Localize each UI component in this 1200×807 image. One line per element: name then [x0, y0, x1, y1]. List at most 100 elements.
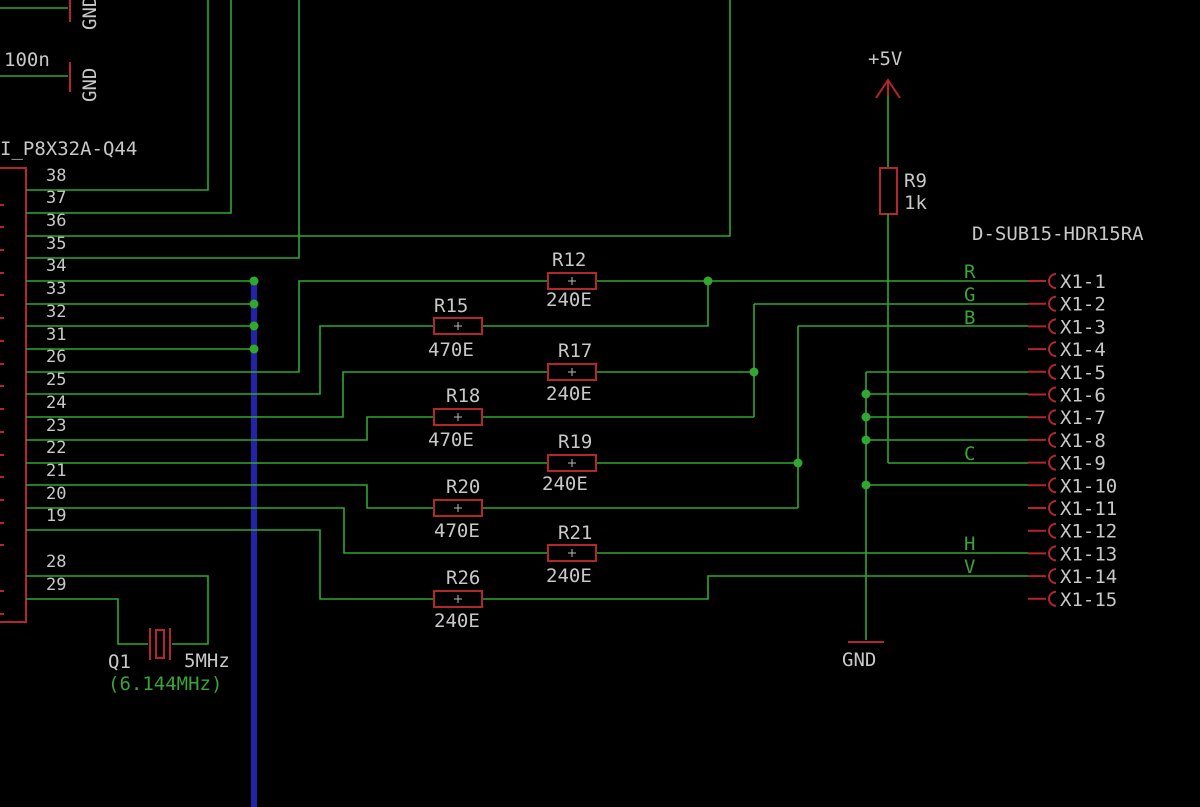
connector-pin: X1-15	[1028, 589, 1117, 611]
dsub-connector: D-SUB15-HDR15RA X1-1X1-2X1-3X1-4X1-5X1-6…	[972, 223, 1144, 611]
ic-pin-label: 37	[46, 188, 66, 208]
ic-pin-label: 24	[46, 393, 66, 413]
connector-pin: X1-13	[1028, 543, 1117, 565]
connector-pin: X1-14	[1028, 566, 1117, 588]
crystal-name: Q1	[108, 651, 131, 673]
crystal-q1: Q1 5MHz (6.144MHz)	[108, 628, 230, 695]
connector-pin: X1-7	[1028, 407, 1106, 429]
resistor-group: R12 240E R15 470E R17 240E R18 470E R19 240E R20 47…	[428, 249, 597, 632]
resistor-name: R15	[434, 295, 468, 317]
ic-pin-label: 20	[46, 484, 66, 504]
gnd-label-top: GND	[79, 0, 101, 30]
resistor-r9-value: 1k	[904, 192, 927, 214]
ic-pin-label: 28	[46, 552, 66, 572]
resistor-value: 470E	[434, 520, 480, 542]
upper-wires	[26, 0, 731, 354]
resistor-r26: R26 240E	[433, 567, 483, 632]
resistor-value: 240E	[546, 289, 592, 311]
ic-pin-label: 38	[46, 166, 66, 186]
net-label-b: B	[964, 307, 975, 329]
ic-pin-label: 19	[46, 506, 66, 526]
connector-pin-label: X1-15	[1060, 589, 1117, 611]
vcc-label: +5V	[868, 48, 902, 70]
connector-pin-label: X1-7	[1060, 407, 1106, 429]
connector-name: D-SUB15-HDR15RA	[972, 223, 1144, 245]
connector-pin: X1-12	[1028, 521, 1117, 543]
ic-pin-label: 32	[46, 302, 66, 322]
resistor-value: 240E	[546, 383, 592, 405]
connector-pin-label: X1-12	[1060, 521, 1117, 543]
net-label-g: G	[964, 284, 975, 306]
resistor-r9-name: R9	[904, 170, 927, 192]
connector-pin-label: X1-8	[1060, 430, 1106, 452]
crystal-value: 5MHz	[184, 650, 230, 672]
connector-pin: X1-6	[1028, 385, 1106, 407]
resistor-name: R17	[558, 340, 592, 362]
resistor-value: 470E	[428, 339, 474, 361]
resistor-r12: R12 240E	[546, 249, 597, 311]
resistor-name: R18	[446, 385, 480, 407]
crystal-note: (6.144MHz)	[108, 673, 222, 695]
ic-pin-label: 26	[46, 347, 66, 367]
ic-pin-label: 22	[46, 438, 66, 458]
connector-pin: X1-9	[1028, 453, 1106, 475]
resistor-r19: R19 240E	[542, 431, 597, 495]
connector-pin-label: X1-6	[1060, 385, 1106, 407]
ic-pin-label: 36	[46, 211, 66, 231]
connector-pin-label: X1-13	[1060, 543, 1117, 565]
resistor-r21: R21 240E	[546, 522, 597, 587]
ic-pin-label: 33	[46, 279, 66, 299]
top-left-cap-area: GND 100n GND	[0, 0, 101, 102]
ic-pin-label: 25	[46, 370, 66, 390]
connector-pin-label: X1-5	[1060, 362, 1106, 384]
connector-pin-label: X1-1	[1060, 271, 1106, 293]
resistor-name: R20	[446, 476, 480, 498]
resistor-value: 470E	[428, 429, 474, 451]
ic-pin-label: 23	[46, 416, 66, 436]
resistor-name: R21	[558, 522, 592, 544]
net-label-v: V	[964, 556, 975, 578]
connector-pin-label: X1-14	[1060, 566, 1117, 588]
connector-pin: X1-10	[1028, 475, 1117, 497]
ic-pin-label: 29	[46, 575, 66, 595]
connector-pin: X1-5	[1028, 362, 1106, 384]
resistor-r9-body	[879, 167, 898, 215]
resistor-r15: R15 470E	[428, 295, 483, 361]
net-label-h: H	[964, 533, 975, 555]
gnd-label-cap: GND	[79, 68, 101, 102]
net-label-c: C	[964, 443, 975, 465]
gnd-label-connector: GND	[842, 649, 876, 671]
resistor-r20: R20 470E	[433, 476, 483, 542]
connector-pin-label: X1-4	[1060, 339, 1106, 361]
ic-pin-label: 21	[46, 461, 66, 481]
connector-pin-label: X1-10	[1060, 475, 1117, 497]
connector-pin: X1-3	[1028, 316, 1106, 338]
resistor-name: R26	[446, 567, 480, 589]
net-label-r: R	[964, 261, 976, 283]
connector-pin: X1-8	[1028, 430, 1106, 452]
net-labels: R G B C H V	[964, 261, 976, 578]
ic-pin-label: 35	[46, 234, 66, 254]
ic-pin-label: 34	[46, 256, 66, 276]
ic-pin-label: 31	[46, 325, 66, 345]
connector-pin: X1-1	[1028, 271, 1106, 293]
resistor-value: 240E	[542, 473, 588, 495]
connector-pin: X1-4	[1028, 339, 1106, 361]
resistor-value: 240E	[546, 565, 592, 587]
connector-pin-label: X1-11	[1060, 498, 1117, 520]
resistor-r18: R18 470E	[428, 385, 483, 451]
signal-wires	[26, 276, 1028, 645]
resistor-name: R12	[552, 249, 586, 271]
connector-pin-label: X1-2	[1060, 294, 1106, 316]
resistor-value: 240E	[434, 610, 480, 632]
connector-pin: X1-2	[1028, 294, 1106, 316]
ic-name-label: I_P8X32A-Q44	[0, 138, 137, 160]
connector-pin: X1-11	[1028, 498, 1117, 520]
resistor-r17: R17 240E	[546, 340, 597, 405]
connector-pin-label: X1-3	[1060, 316, 1106, 338]
power-section: +5V R9 1k GND	[842, 48, 1028, 671]
resistor-name: R19	[558, 431, 592, 453]
cap-value-label: 100n	[4, 49, 50, 71]
